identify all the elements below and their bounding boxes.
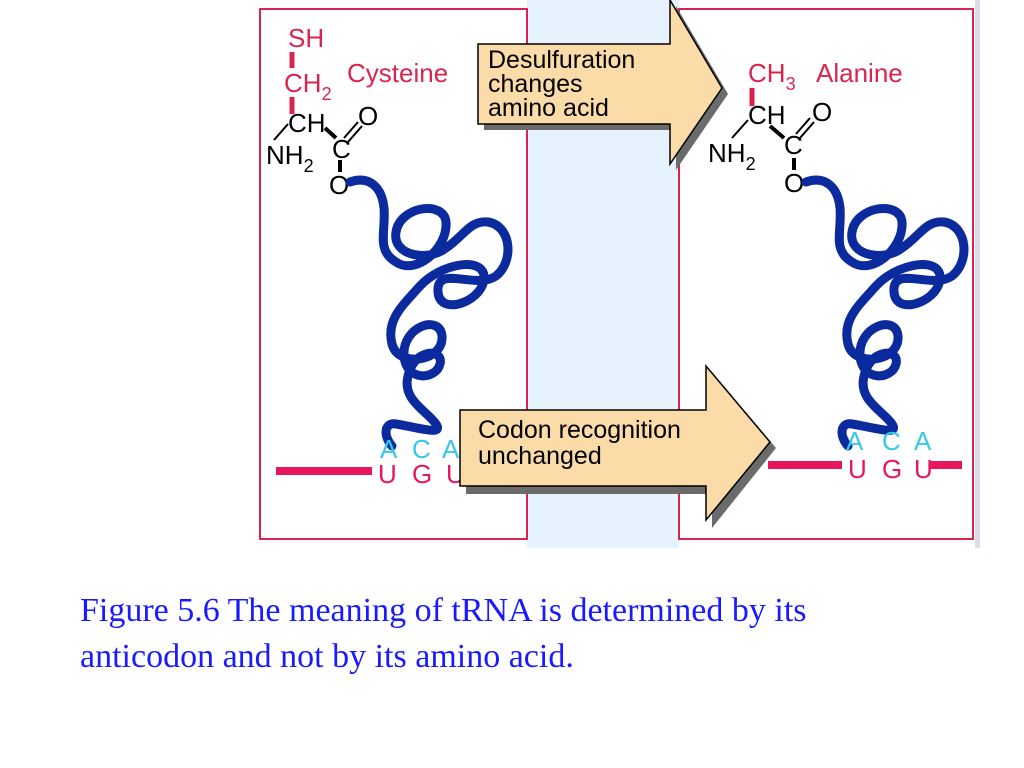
c-o-double-bond-left-2 <box>347 125 363 143</box>
anticodon-left-3: A <box>442 434 460 464</box>
nh2-group-left: NH2 <box>266 140 314 176</box>
ch-nh2-bond-right <box>731 119 749 139</box>
ch3-group: CH3 <box>748 58 796 94</box>
ch2-group: CH2 <box>284 68 332 104</box>
codon-recognition-arrow-body <box>459 363 771 523</box>
ester-o-right: O <box>784 168 804 198</box>
caption-line-2: anticodon and not by its amino acid. <box>80 638 574 675</box>
alanine-label: Alanine <box>816 58 903 88</box>
desulfuration-arrow: Desulfuration changes amino acid <box>477 0 728 170</box>
codon-right-2: G <box>882 454 902 484</box>
codon-left-2: G <box>412 459 432 489</box>
c-o-double-bond-right-2 <box>799 121 815 139</box>
alpha-ch-left: CH <box>288 108 326 138</box>
nh2-group-right: NH2 <box>708 138 756 174</box>
alpha-ch-right: CH <box>748 100 786 130</box>
trna-strand-right <box>801 175 969 451</box>
desulfuration-line-2: changes <box>488 70 583 98</box>
ch-nh2-bond-left <box>273 123 289 141</box>
ch-c-bond-left <box>323 126 338 140</box>
codon-recognition-arrow: Codon recognition unchanged <box>459 363 776 528</box>
ester-o-left: O <box>329 170 349 200</box>
codon-recognition-line-2: unchanged <box>478 442 602 470</box>
codon-recognition-line-1: Codon recognition <box>478 416 681 444</box>
trna-strand-left <box>345 175 513 451</box>
cysteine-label: Cysteine <box>347 58 448 88</box>
carbonyl-o-left: O <box>358 101 378 131</box>
trna-diagram: SH CH2 Cysteine CH NH2 C O O A C A U G U… <box>257 0 980 548</box>
codon-left-1: U <box>378 459 397 489</box>
codon-right-3: U <box>914 454 933 484</box>
desulfuration-line-3: amino acid <box>488 94 609 122</box>
c-o-double-bond-left-1 <box>343 121 359 139</box>
c-o-double-bond-right-1 <box>795 117 811 135</box>
anticodon-right-2: C <box>882 426 901 456</box>
ch-c-bond-right <box>768 124 786 140</box>
codon-right-1: U <box>848 454 867 484</box>
desulfuration-arrow-body <box>477 0 723 167</box>
carbonyl-o-right: O <box>812 97 832 127</box>
carboxyl-c-left: C <box>332 134 351 164</box>
anticodon-left-1: A <box>380 434 398 464</box>
carboxyl-c-right: C <box>784 130 803 160</box>
anticodon-right-1: A <box>846 426 864 456</box>
caption-line-1: Figure 5.6 The meaning of tRNA is determ… <box>80 592 807 629</box>
anticodon-right-3: A <box>914 426 932 456</box>
anticodon-left-2: C <box>412 434 431 464</box>
right-edge-shade <box>975 0 980 548</box>
desulfuration-line-1: Desulfuration <box>488 46 635 74</box>
figure-caption: Figure 5.6 The meaning of tRNA is determ… <box>80 588 980 680</box>
sh-group: SH <box>288 23 324 53</box>
